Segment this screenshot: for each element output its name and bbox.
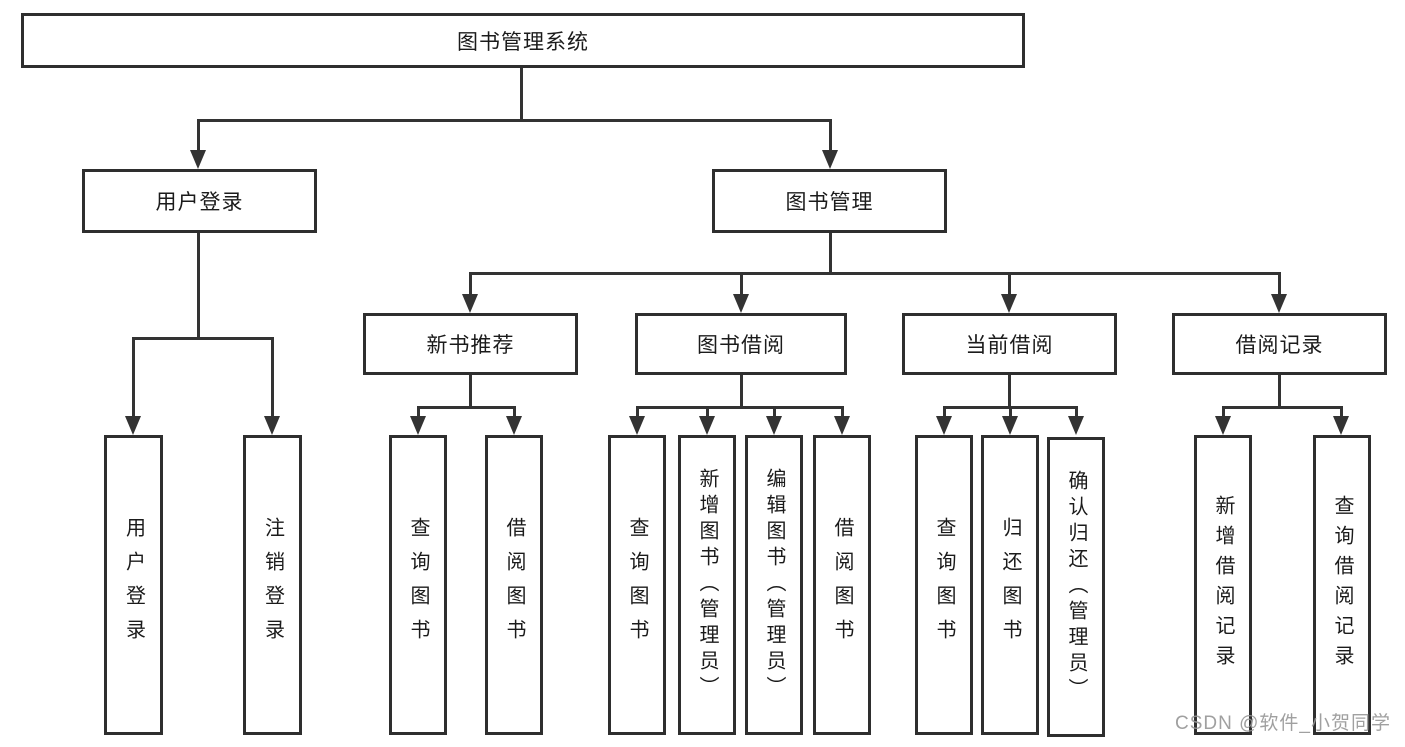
node-borrowing-records: 借阅记录 xyxy=(1172,313,1387,375)
arrow-down-icon xyxy=(1068,416,1084,435)
node-user-login-label: 用户登录 xyxy=(155,191,244,214)
connector-drop xyxy=(417,406,420,418)
connector-book-management-stub xyxy=(829,233,832,274)
connector-group1-rail xyxy=(417,406,516,409)
connector-level2-rail xyxy=(197,119,831,122)
connector-drop xyxy=(1009,406,1012,418)
arrow-down-icon xyxy=(834,416,850,435)
leaf-user-login-label: 用户登录 xyxy=(122,517,145,653)
node-book-borrowing: 图书借阅 xyxy=(635,313,847,375)
arrow-down-icon xyxy=(629,416,645,435)
arrow-down-icon xyxy=(1333,416,1349,435)
leaf-confirm-return-admin: 确认归还（管理员） xyxy=(1047,437,1105,737)
arrow-down-icon xyxy=(699,416,715,435)
leaf-query-borrow-record: 查询借阅记录 xyxy=(1313,435,1371,735)
node-user-login: 用户登录 xyxy=(82,169,317,233)
arrow-down-icon xyxy=(190,150,206,169)
leaf-query-books-3: 查询图书 xyxy=(915,435,973,735)
arrow-down-icon xyxy=(1001,294,1017,313)
connector-drop xyxy=(841,406,844,418)
arrow-down-icon xyxy=(125,416,141,435)
connector-drop xyxy=(1222,406,1225,418)
leaf-logout-login: 注销登录 xyxy=(243,435,302,735)
leaf-logout-login-label: 注销登录 xyxy=(261,517,284,653)
leaf-user-login: 用户登录 xyxy=(104,435,163,735)
connector-drop xyxy=(706,406,709,418)
connector-group2-rail xyxy=(636,406,843,409)
connector-drop xyxy=(943,406,946,418)
node-root-label: 图书管理系统 xyxy=(457,30,589,54)
leaf-add-borrow-record: 新增借阅记录 xyxy=(1194,435,1252,735)
connector-user-login-stub xyxy=(197,233,200,337)
leaf-query-books-1-label: 查询图书 xyxy=(407,517,429,653)
arrow-down-icon xyxy=(264,416,280,435)
connector-drop xyxy=(1075,406,1078,418)
connector-drop-leaf-user-login xyxy=(132,337,135,418)
connector-root-stub xyxy=(520,68,523,120)
node-root: 图书管理系统 xyxy=(21,13,1025,68)
leaf-query-books-2-label: 查询图书 xyxy=(626,517,648,653)
leaf-confirm-return-admin-label: 确认归还（管理员） xyxy=(1065,470,1087,704)
arrow-down-icon xyxy=(462,294,478,313)
arrow-down-icon xyxy=(410,416,426,435)
node-current-borrowing: 当前借阅 xyxy=(902,313,1117,375)
connector-drop-book-borrowing xyxy=(740,272,743,296)
leaf-return-books: 归还图书 xyxy=(981,435,1039,735)
connector-drop-borrowing-records xyxy=(1278,272,1281,296)
leaf-borrow-books-1: 借阅图书 xyxy=(485,435,543,735)
node-book-management-label: 图书管理 xyxy=(785,191,874,214)
connector-drop-current-borrowing xyxy=(1008,272,1011,296)
connector-drop xyxy=(1340,406,1343,418)
leaf-query-borrow-record-label: 查询借阅记录 xyxy=(1331,495,1353,675)
leaf-query-books-2: 查询图书 xyxy=(608,435,666,735)
leaf-query-books-3-label: 查询图书 xyxy=(933,517,955,653)
connector-section3-stub xyxy=(1008,375,1011,406)
node-new-book-recommendation: 新书推荐 xyxy=(363,313,578,375)
arrow-down-icon xyxy=(1002,416,1018,435)
arrow-down-icon xyxy=(506,416,522,435)
arrow-down-icon xyxy=(733,294,749,313)
node-new-book-recommendation-label: 新书推荐 xyxy=(426,334,515,357)
csdn-watermark: CSDN @软件_小贺同学 xyxy=(1175,713,1391,734)
leaf-borrow-books-2-label: 借阅图书 xyxy=(831,517,853,653)
leaf-query-books-1: 查询图书 xyxy=(389,435,447,735)
leaf-add-book-admin-label: 新增图书（管理员） xyxy=(696,468,718,702)
connector-user-login-rail xyxy=(132,337,273,340)
connector-group4-rail xyxy=(1222,406,1343,409)
connector-drop xyxy=(513,406,516,418)
connector-section2-stub xyxy=(740,375,743,406)
arrow-down-icon xyxy=(936,416,952,435)
leaf-edit-book-admin: 编辑图书（管理员） xyxy=(745,435,803,735)
node-book-management: 图书管理 xyxy=(712,169,947,233)
connector-section4-stub xyxy=(1278,375,1281,406)
connector-drop-user-login xyxy=(197,119,200,152)
leaf-borrow-books-1-label: 借阅图书 xyxy=(503,517,525,653)
node-borrowing-records-label: 借阅记录 xyxy=(1235,334,1324,357)
connector-level3-rail xyxy=(469,272,1281,275)
node-book-borrowing-label: 图书借阅 xyxy=(697,334,785,357)
leaf-borrow-books-2: 借阅图书 xyxy=(813,435,871,735)
node-current-borrowing-label: 当前借阅 xyxy=(965,334,1054,357)
connector-drop xyxy=(636,406,639,418)
arrow-down-icon xyxy=(822,150,838,169)
leaf-return-books-label: 归还图书 xyxy=(999,517,1021,653)
connector-drop-leaf-logout xyxy=(271,337,274,418)
leaf-add-book-admin: 新增图书（管理员） xyxy=(678,435,736,735)
arrow-down-icon xyxy=(1215,416,1231,435)
connector-drop xyxy=(773,406,776,418)
connector-drop-book-management xyxy=(829,119,832,152)
arrow-down-icon xyxy=(1271,294,1287,313)
connector-drop-new-book xyxy=(469,272,472,296)
connector-section1-stub xyxy=(469,375,472,406)
arrow-down-icon xyxy=(766,416,782,435)
leaf-add-borrow-record-label: 新增借阅记录 xyxy=(1212,495,1234,675)
leaf-edit-book-admin-label: 编辑图书（管理员） xyxy=(763,468,785,702)
